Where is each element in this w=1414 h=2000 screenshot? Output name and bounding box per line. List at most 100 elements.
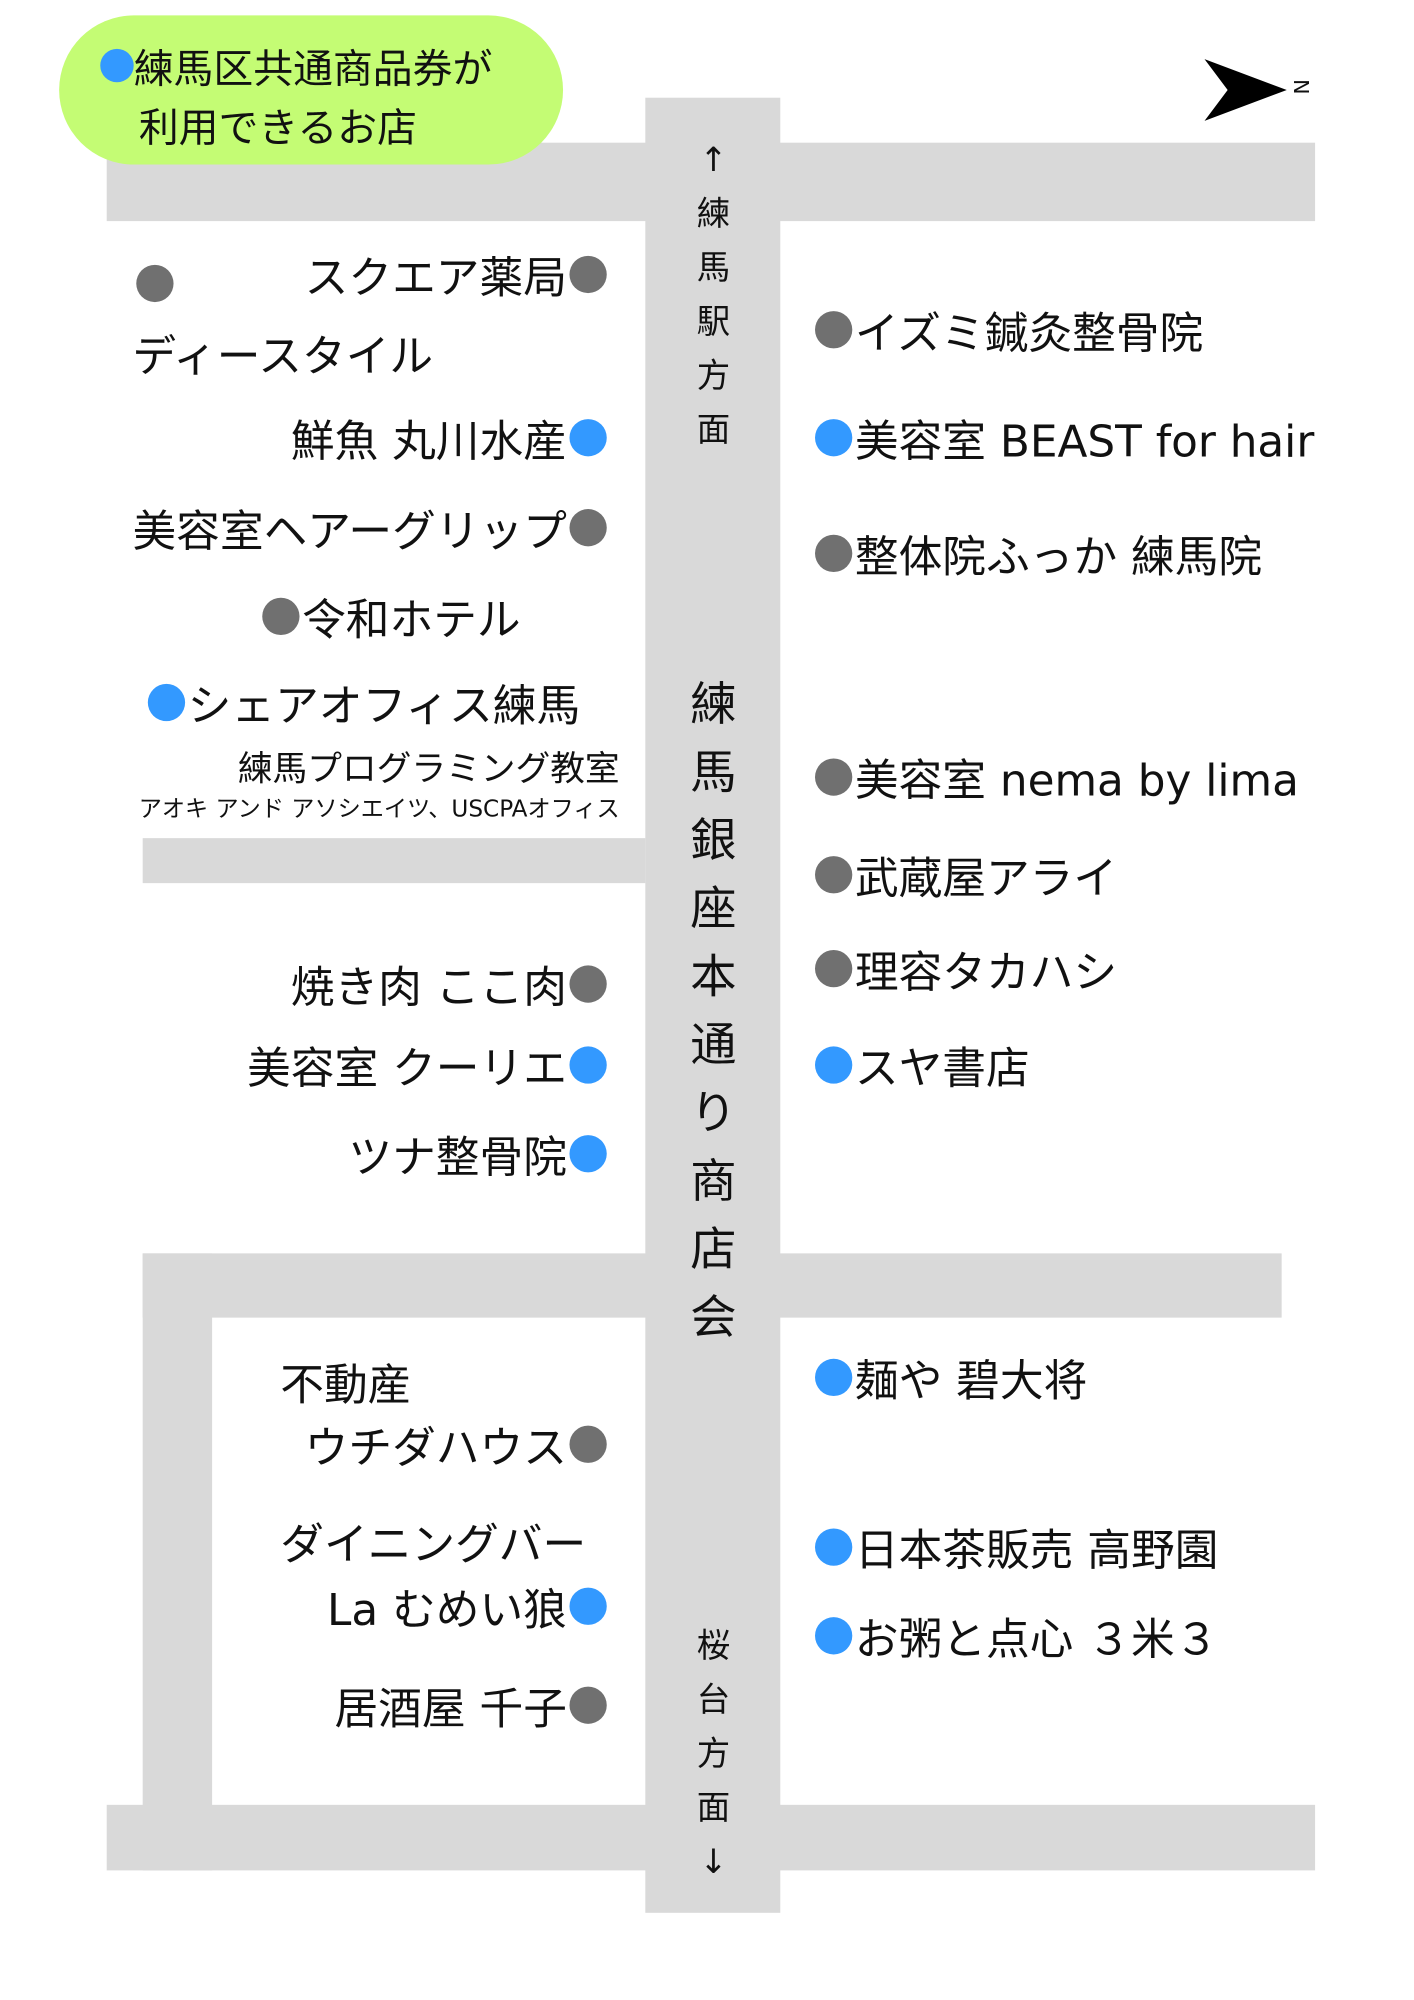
direction-char: 馬 (696, 249, 731, 288)
shop-item: 武蔵屋アライ (815, 848, 1117, 904)
shop-item: 美容室ヘアーグリップ (132, 501, 607, 557)
legend-line-2: 利用できるお店 (138, 105, 418, 152)
shop-name: 美容室 BEAST for hair (854, 415, 1315, 468)
shop-name: 日本茶販売 高野園 (854, 1525, 1219, 1577)
street-direction-south: 桜 台 方 面 ↓ (692, 1620, 736, 1890)
shop-name: シェアオフィス練馬 (187, 680, 581, 733)
street-name: 練 馬 銀 座 本 通 り 商 店 会 (684, 671, 743, 1352)
street-name-char: 銀 (690, 815, 737, 868)
participating-dot-icon (815, 1616, 853, 1654)
non-participating-dot-icon (262, 597, 300, 635)
street-name-char: 会 (690, 1291, 737, 1345)
street-name-char: 本 (690, 951, 737, 1004)
non-participating-dot-icon (569, 1424, 607, 1463)
shop-tenant: アオキ アンド アソシエイツ、USCPAオフィス (138, 795, 620, 823)
shop-name: 不動産 (280, 1360, 412, 1412)
participating-dot-icon (569, 1045, 607, 1084)
direction-char: 方 (696, 1735, 731, 1774)
shop-item: イズミ鍼灸整骨院 (815, 303, 1203, 359)
street-name-char: 座 (690, 883, 737, 936)
north-arrow-icon (1204, 57, 1287, 129)
left-side-road (142, 838, 646, 884)
non-participating-dot-icon (815, 855, 853, 893)
legend-badge: 練馬区共通商品券が 利用できるお店 (59, 15, 564, 165)
shop-name: 鮮魚 丸川水産 (290, 415, 567, 468)
direction-char: 桜 (696, 1627, 731, 1667)
shop-item: 美容室 nema by lima (815, 751, 1299, 807)
direction-char: 面 (696, 411, 731, 450)
shop-name: お粥と点心 ３米３ (854, 1613, 1219, 1666)
non-participating-dot-icon (569, 964, 607, 1003)
participating-dot-icon (815, 1527, 853, 1566)
non-participating-dot-icon (136, 264, 174, 303)
participating-dot-icon (569, 418, 607, 456)
shop-name: 美容室ヘアーグリップ (132, 505, 567, 558)
participating-dot-icon (815, 418, 853, 456)
street-name-char: り (690, 1087, 737, 1141)
direction-char: 駅 (696, 303, 731, 342)
shop-item: 麺や 碧大将 (815, 1351, 1087, 1407)
shop-item: スクエア薬局 (305, 248, 607, 304)
street-name-char: 練 (690, 678, 737, 732)
shop-name: La むめい狼 (327, 1584, 567, 1636)
shop-name: 理容タカハシ (854, 946, 1118, 999)
shop-name: ディースタイル (132, 331, 434, 384)
shop-item: 美容室 BEAST for hair (815, 411, 1314, 467)
non-participating-dot-icon (815, 534, 853, 572)
shop-item: 鮮魚 丸川水産 (291, 411, 607, 467)
shop-tenant: 練馬プログラミング教室 (237, 749, 620, 790)
street-name-char: 馬 (690, 746, 737, 800)
middle-cross-road (142, 1253, 1282, 1318)
participating-dot-icon (100, 48, 134, 82)
shop-name: 令和ホテル (302, 594, 521, 646)
shop-name: 武蔵屋アライ (854, 852, 1118, 905)
shop-name: 整体院ふっか 練馬院 (854, 531, 1263, 583)
street-name-char: 通 (690, 1019, 737, 1073)
non-participating-dot-icon (815, 949, 853, 987)
participating-dot-icon (569, 1134, 607, 1172)
street-name-char: 商 (690, 1155, 737, 1209)
shop-item: La むめい狼 (327, 1580, 607, 1636)
shop-item: ツナ整骨院 (348, 1127, 607, 1183)
shop-name: 美容室 クーリエ (247, 1043, 567, 1095)
shop-item: 居酒屋 千子 (334, 1679, 607, 1735)
non-participating-dot-icon (815, 757, 853, 796)
shop-name: ダイニングバー (280, 1519, 587, 1571)
left-vertical-road (142, 1253, 213, 1871)
participating-dot-icon (147, 683, 186, 721)
direction-char: 台 (696, 1681, 731, 1720)
non-participating-dot-icon (569, 255, 607, 293)
direction-char: 方 (696, 357, 731, 396)
down-arrow-icon: ↓ (699, 1843, 728, 1882)
shop-item: ウチダハウス (305, 1418, 607, 1474)
bottom-cross-road (106, 1804, 1316, 1871)
up-arrow-icon: ↑ (699, 141, 728, 180)
shop-name: ウチダハウス (304, 1422, 567, 1474)
participating-dot-icon (569, 1586, 607, 1625)
shop-name: 居酒屋 千子 (334, 1683, 567, 1735)
direction-char: 面 (696, 1789, 731, 1828)
non-participating-dot-icon (569, 508, 607, 546)
shop-item: 美容室 クーリエ (247, 1039, 607, 1095)
street-direction-north: ↑ 練 馬 駅 方 面 (692, 134, 736, 458)
shop-item: スヤ書店 (815, 1039, 1030, 1095)
shop-name: 麺や 碧大将 (854, 1355, 1088, 1407)
shop-item: シェアオフィス練馬 (147, 676, 580, 732)
shop-item: 焼き肉 ここ肉 (291, 958, 607, 1014)
shop-name: ツナ整骨院 (348, 1131, 567, 1184)
shop-name: イズミ鍼灸整骨院 (854, 307, 1204, 360)
participating-dot-icon (815, 1045, 853, 1084)
direction-char: 練 (696, 195, 731, 234)
main-street-road (645, 97, 781, 1913)
shop-name: 美容室 nema by lima (854, 755, 1299, 807)
shop-item: 理容タカハシ (815, 942, 1117, 998)
shop-item: お粥と点心 ３米３ (815, 1609, 1218, 1665)
street-name-char: 店 (690, 1223, 737, 1277)
north-label: N (1288, 79, 1314, 95)
shop-name: スクエア薬局 (304, 252, 567, 305)
shop-item: 整体院ふっか 練馬院 (815, 527, 1262, 583)
non-participating-dot-icon (569, 1685, 607, 1724)
shop-item: 日本茶販売 高野園 (815, 1521, 1218, 1577)
legend-line-1: 練馬区共通商品券が (133, 46, 493, 93)
